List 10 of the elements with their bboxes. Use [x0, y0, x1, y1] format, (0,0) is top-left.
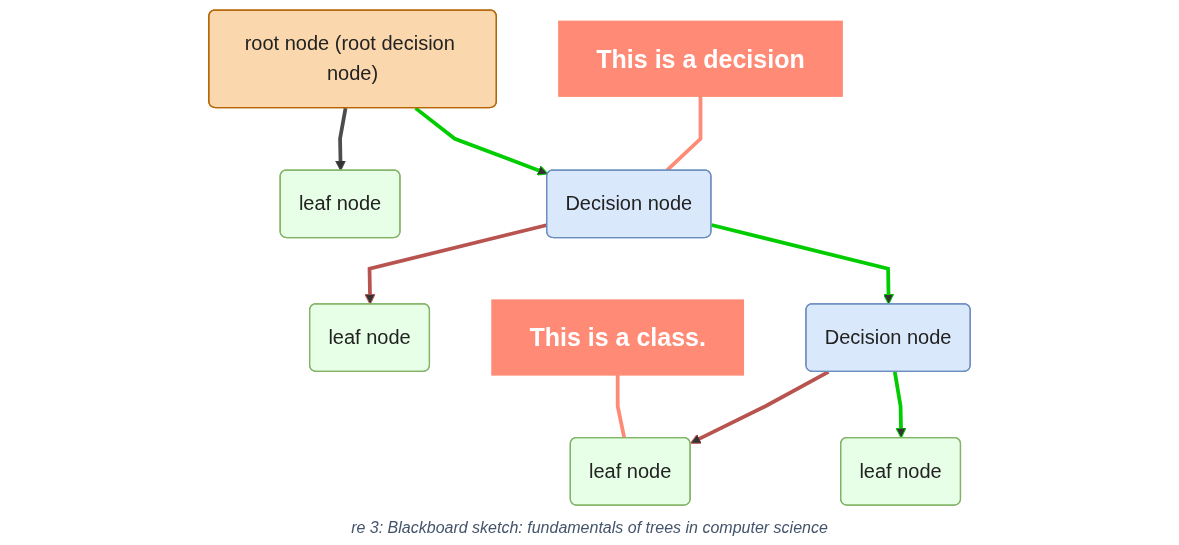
connector	[665, 96, 703, 172]
arrow	[335, 107, 348, 172]
figure-caption: re 3: Blackboard sketch: fundamentals of trees in computer science	[351, 518, 828, 538]
connector	[615, 375, 627, 439]
arrow	[414, 106, 549, 176]
arrow	[711, 223, 894, 305]
node-box: This is a decision	[558, 20, 843, 97]
arrow	[893, 371, 907, 439]
arrow	[690, 370, 830, 444]
node-box: This is a class.	[491, 299, 745, 376]
